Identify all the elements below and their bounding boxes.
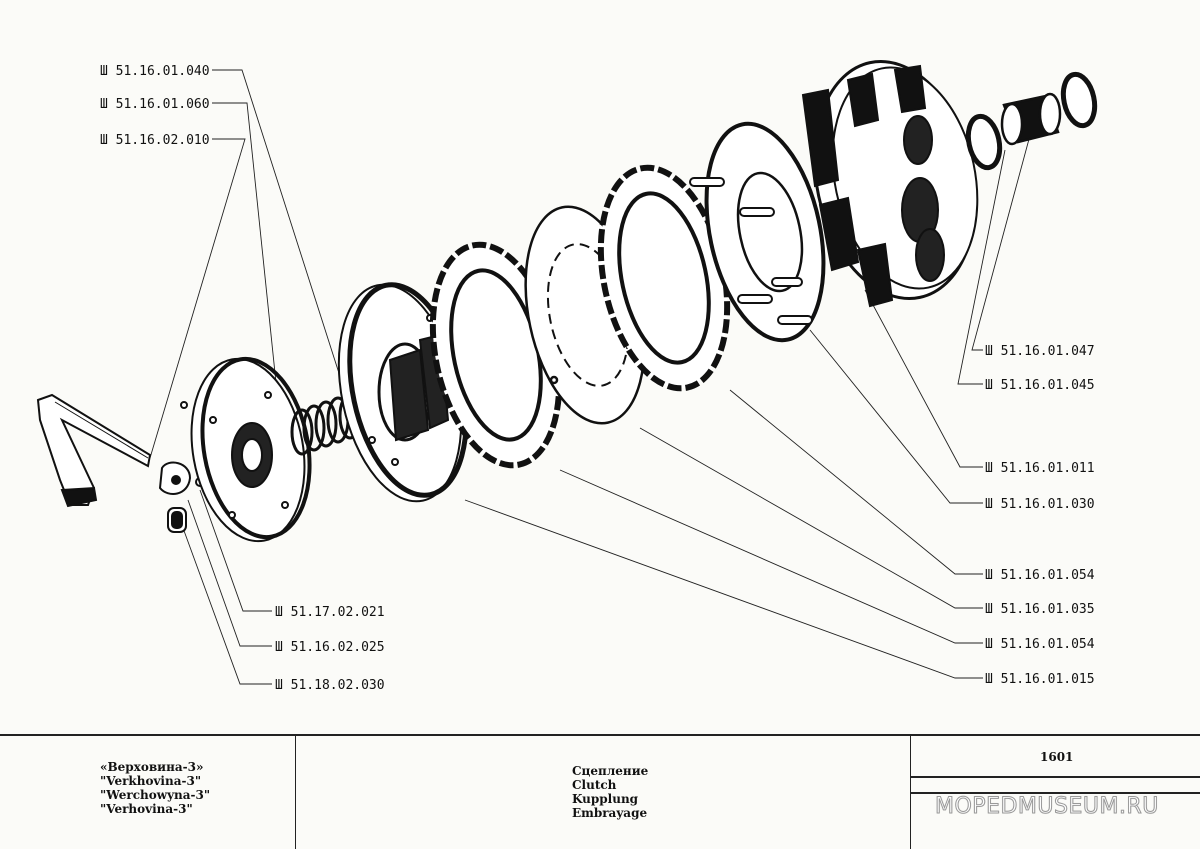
title-block: «Верховина-3» "Verkhovina-3" "Werchowyna… [0,734,1200,849]
title-block-divider [295,734,296,849]
assembly-title: Сцепление Clutch Kupplung Embrayage [572,764,648,820]
leader-p13 [187,499,272,647]
title-en: Clutch [572,778,617,792]
release-lever [36,393,152,508]
leader-p8 [729,389,983,575]
part-label: Ш 51.16.02.010 [100,133,210,148]
part-label: Ш 51.16.01.060 [100,97,210,112]
model-name-en: "Verkhovina-3" [100,774,202,788]
title-ru: Сцепление [572,764,649,778]
part-label: Ш 51.16.01.011 [985,461,1095,476]
pin-plate [689,121,826,343]
title-de: Kupplung [572,792,639,806]
part-label: Ш 51.16.01.054 [985,637,1095,652]
leader-p9 [639,427,983,609]
part-label: Ш 51.18.02.030 [275,678,385,693]
title-fr: Embrayage [572,806,648,820]
part-label: Ш 51.16.01.047 [985,344,1095,359]
part-label: Ш 51.17.02.021 [275,605,385,620]
part-labels: Ш 51.16.01.040 Ш 51.16.01.060 Ш 51.16.02… [100,64,1095,693]
leader-p3 [149,138,246,459]
leader-p7 [809,329,983,504]
sheet-number: 1601 [1040,750,1074,764]
leader-lines [149,69,1033,685]
title-block-divider [910,734,911,849]
clutch-basket [801,60,979,308]
part-label: Ш 51.16.01.045 [985,378,1095,393]
title-block-row-border [910,792,1200,794]
model-name-ru: «Верховина-3» [100,760,204,774]
leader-p4 [971,127,1033,351]
leader-p10 [559,469,983,644]
leader-p12 [199,489,272,612]
part-label: Ш 51.16.01.015 [985,672,1095,687]
leader-p6 [864,289,983,468]
part-label: Ш 51.16.01.054 [985,568,1095,583]
title-block-row-border [910,776,1200,778]
leader-p14 [182,527,272,685]
model-name-fr: "Verhovina-3" [100,802,193,816]
part-label: Ш 51.16.01.040 [100,64,210,79]
leader-p1 [212,69,346,393]
model-names: «Верховина-3» "Verkhovina-3" "Werchowyna… [100,760,210,816]
model-name-de: "Werchowyna-3" [100,788,211,802]
part-label: Ш 51.16.01.035 [985,602,1095,617]
pressure-plate [190,356,312,543]
part-label: Ш 51.16.01.030 [985,497,1095,512]
leader-p5 [957,149,1006,385]
leader-p2 [212,102,279,403]
part-label: Ш 51.16.02.025 [275,640,385,655]
title-block-top-border [0,734,1200,736]
bushing-washers [965,71,1098,171]
leader-p11 [464,499,983,679]
watermark: MOPEDMUSEUM.RU [935,794,1159,820]
